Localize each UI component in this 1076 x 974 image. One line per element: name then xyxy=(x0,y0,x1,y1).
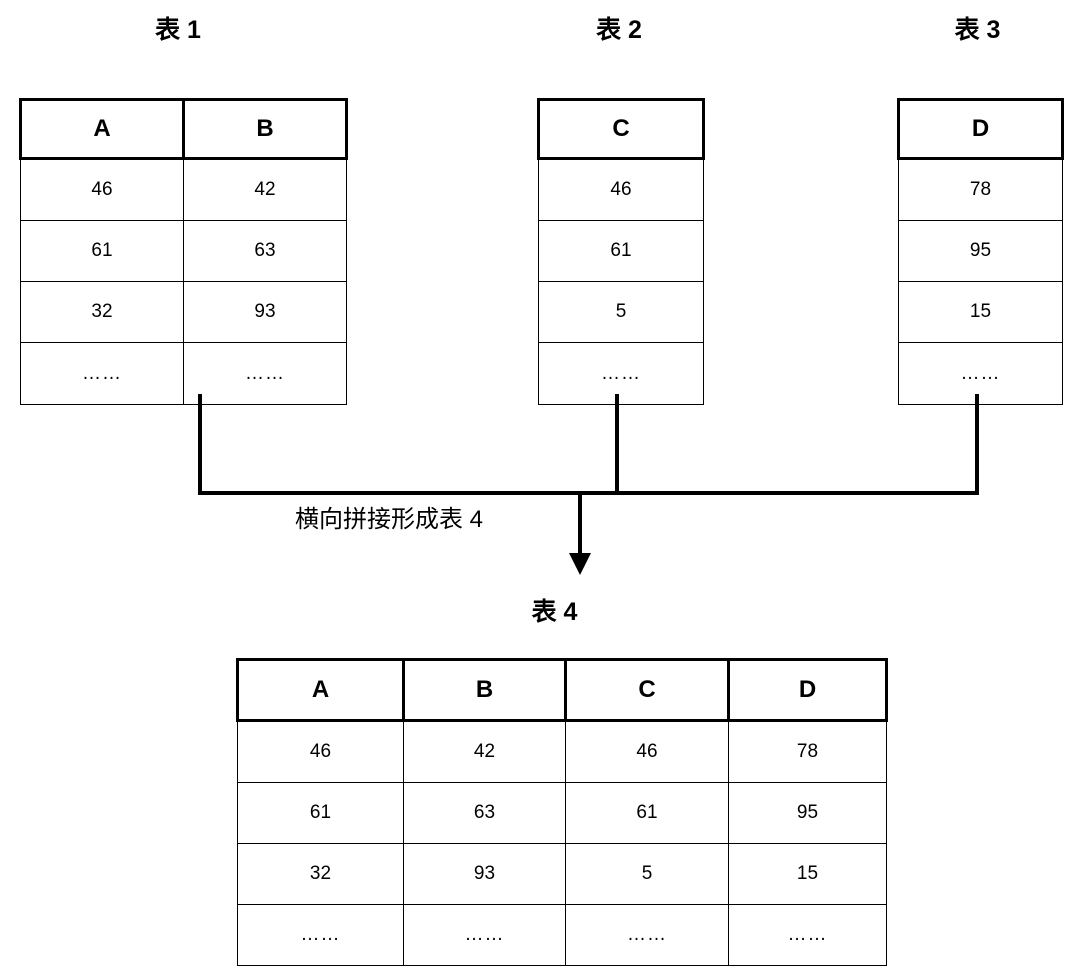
table-4-cell: 46 xyxy=(237,720,404,783)
connector-drop-table-3 xyxy=(975,394,979,495)
table-4-cell: 15 xyxy=(728,843,887,905)
table-4-cell-ellipsis: …… xyxy=(237,904,404,966)
table-2-cell: 46 xyxy=(538,158,704,221)
table-2: C 46 61 5 …… xyxy=(537,98,705,405)
connector-drop-table-1 xyxy=(198,394,202,495)
table-4-title: 表 4 xyxy=(531,598,578,626)
table-4-row: 46 42 46 78 xyxy=(237,720,887,783)
table-1-row: 32 93 xyxy=(20,281,347,343)
table-3: D 78 95 15 …… xyxy=(897,98,1064,405)
table-2-row: …… xyxy=(538,342,704,405)
table-4-header-cell-c: C xyxy=(564,658,730,722)
table-4-header-cell-a: A xyxy=(236,658,405,722)
table-3-header-cell-d: D xyxy=(897,98,1064,160)
connector-drop-table-2 xyxy=(615,394,619,495)
table-3-row: …… xyxy=(898,342,1063,405)
table-4-cell: 78 xyxy=(728,720,887,783)
table-4-cell: 61 xyxy=(565,782,729,844)
connector-bus xyxy=(198,491,979,495)
table-1-cell: 61 xyxy=(20,220,184,282)
table-2-row: 46 xyxy=(538,158,704,221)
table-3-row: 78 xyxy=(898,158,1063,221)
table-3-row: 15 xyxy=(898,281,1063,343)
table-4-cell-ellipsis: …… xyxy=(403,904,566,966)
table-4-row: …… …… …… …… xyxy=(237,904,887,966)
table-3-header-row: D xyxy=(897,98,1064,160)
table-1: A B 46 42 61 63 32 93 …… …… xyxy=(19,98,348,405)
table-4-cell: 46 xyxy=(565,720,729,783)
table-3-title: 表 3 xyxy=(954,16,1001,44)
table-2-cell: 5 xyxy=(538,281,704,343)
table-4-header-cell-d: D xyxy=(727,658,888,722)
table-1-header-row: A B xyxy=(19,98,348,160)
table-4-header-row: A B C D xyxy=(236,658,888,722)
table-2-header-cell-c: C xyxy=(537,98,705,160)
table-1-cell-ellipsis: …… xyxy=(20,342,184,405)
table-4-cell: 63 xyxy=(403,782,566,844)
table-2-cell: 61 xyxy=(538,220,704,282)
table-3-row: 95 xyxy=(898,220,1063,282)
table-1-row: …… …… xyxy=(20,342,347,405)
table-4: A B C D 46 42 46 78 61 63 61 95 32 93 5 … xyxy=(236,658,888,966)
table-4-cell: 61 xyxy=(237,782,404,844)
table-2-header-row: C xyxy=(537,98,705,160)
table-1-header-cell-b: B xyxy=(182,98,348,160)
table-4-cell: 93 xyxy=(403,843,566,905)
table-1-title: 表 1 xyxy=(155,16,201,44)
merge-arrow-head-icon xyxy=(569,553,591,575)
table-3-cell: 78 xyxy=(898,158,1063,221)
table-3-cell: 15 xyxy=(898,281,1063,343)
merge-arrow-stem xyxy=(578,495,582,557)
table-2-title: 表 2 xyxy=(596,16,642,44)
table-4-row: 32 93 5 15 xyxy=(237,843,887,905)
table-3-cell: 95 xyxy=(898,220,1063,282)
flow-label: 横向拼接形成表 4 xyxy=(295,506,484,533)
table-2-row: 61 xyxy=(538,220,704,282)
table-1-row: 46 42 xyxy=(20,158,347,221)
table-4-header-cell-b: B xyxy=(402,658,567,722)
table-4-cell: 95 xyxy=(728,782,887,844)
table-2-cell-ellipsis: …… xyxy=(538,342,704,405)
table-1-header-cell-a: A xyxy=(19,98,185,160)
table-4-row: 61 63 61 95 xyxy=(237,782,887,844)
table-1-cell: 32 xyxy=(20,281,184,343)
table-1-cell-ellipsis: …… xyxy=(183,342,347,405)
table-3-cell-ellipsis: …… xyxy=(898,342,1063,405)
table-4-cell-ellipsis: …… xyxy=(728,904,887,966)
table-1-cell: 46 xyxy=(20,158,184,221)
table-4-cell: 5 xyxy=(565,843,729,905)
table-4-cell: 42 xyxy=(403,720,566,783)
table-2-row: 5 xyxy=(538,281,704,343)
table-1-cell: 63 xyxy=(183,220,347,282)
table-1-cell: 42 xyxy=(183,158,347,221)
table-1-cell: 93 xyxy=(183,281,347,343)
table-1-row: 61 63 xyxy=(20,220,347,282)
table-4-cell-ellipsis: …… xyxy=(565,904,729,966)
table-4-cell: 32 xyxy=(237,843,404,905)
